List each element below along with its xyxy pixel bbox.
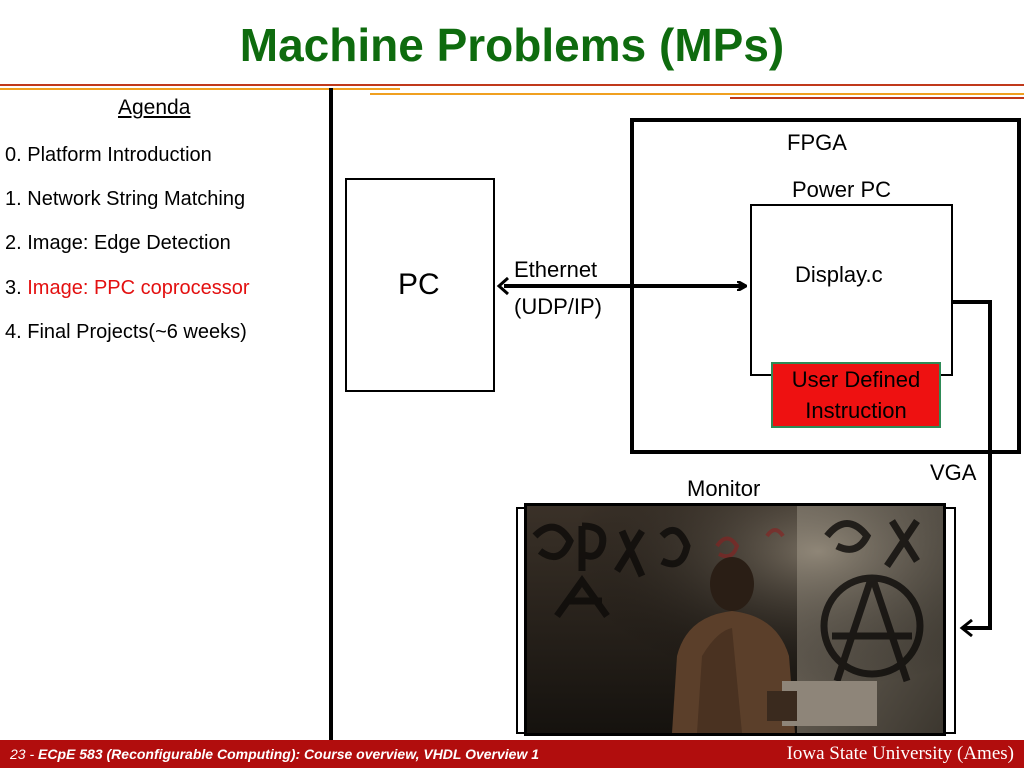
monitor-scene-picture bbox=[527, 506, 943, 733]
footer-bar: 23 - ECpE 583 (Reconfigurable Computing)… bbox=[0, 740, 1024, 768]
course-title: ECpE 583 (Reconfigurable Computing): Cou… bbox=[38, 746, 540, 762]
ethernet-arrow-tail bbox=[496, 276, 509, 296]
monitor-screen-image bbox=[524, 503, 946, 736]
page-number: 23 bbox=[10, 746, 26, 762]
powerpc-label: Power PC bbox=[792, 177, 892, 202]
udi-line-1: User Defined bbox=[791, 367, 921, 392]
agenda-item-2: 2. Image: Edge Detection bbox=[5, 232, 231, 254]
footer-university: Iowa State University (Ames) bbox=[786, 743, 1014, 764]
vga-connector bbox=[953, 300, 992, 630]
agenda-item-1: 1. Network String Matching bbox=[5, 188, 246, 210]
divider-line bbox=[329, 88, 333, 742]
agenda-item-0: 0. Platform Introduction bbox=[5, 144, 212, 166]
vga-arrow-head bbox=[959, 618, 973, 638]
powerpc-box bbox=[750, 204, 953, 376]
pc-box bbox=[345, 178, 495, 392]
agenda-heading: Agenda bbox=[118, 96, 191, 119]
udi-line-2: Instruction bbox=[805, 398, 907, 423]
slide-title: Machine Problems (MPs) bbox=[239, 19, 785, 71]
user-defined-instruction-box: User Defined Instruction bbox=[771, 362, 941, 428]
fpga-label: FPGA bbox=[787, 130, 847, 155]
footer-course: 23 - ECpE 583 (Reconfigurable Computing)… bbox=[10, 746, 540, 762]
pc-label: PC bbox=[398, 268, 440, 301]
agenda-item-3: 3. Image: PPC coprocessor bbox=[5, 277, 250, 299]
vga-label: VGA bbox=[930, 460, 977, 485]
agenda-item-4: 4. Final Projects(~6 weeks) bbox=[5, 321, 247, 343]
agenda-item-highlight: Image: PPC coprocessor bbox=[27, 277, 250, 299]
protocol-label: (UDP/IP) bbox=[514, 294, 602, 319]
header-rules bbox=[0, 84, 1024, 99]
monitor-label: Monitor bbox=[687, 476, 761, 501]
display-label: Display.c bbox=[795, 262, 883, 287]
ethernet-label: Ethernet bbox=[514, 257, 598, 282]
